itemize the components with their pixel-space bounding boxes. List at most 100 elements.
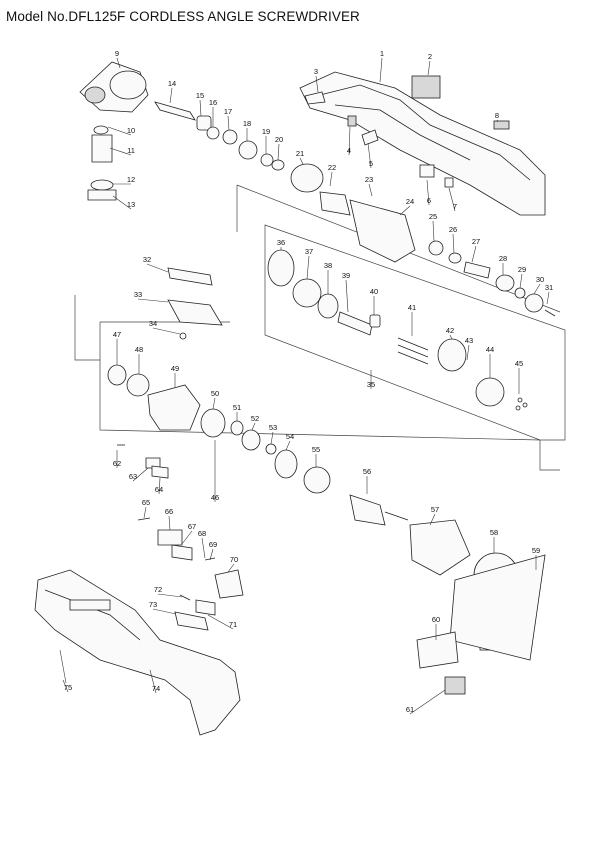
leader-line-6	[426, 179, 430, 206]
callout-4: 4	[347, 146, 351, 155]
leader-line-31	[546, 291, 550, 305]
callout-9: 9	[115, 49, 119, 58]
callout-13: 13	[127, 200, 135, 209]
callout-67: 67	[188, 522, 196, 531]
switch-plates	[167, 267, 223, 340]
callout-39: 39	[342, 271, 350, 280]
callout-7: 7	[453, 202, 457, 211]
callout-3: 3	[314, 67, 318, 76]
callout-20: 20	[275, 135, 283, 144]
callout-33: 33	[134, 290, 142, 299]
callout-43: 43	[465, 336, 473, 345]
callout-63: 63	[129, 472, 137, 481]
callout-18: 18	[243, 119, 251, 128]
leader-line-8	[496, 119, 499, 123]
callout-28: 28	[499, 254, 507, 263]
spindle-parts	[87, 101, 556, 317]
leader-line-64	[158, 477, 161, 495]
leader-line-72	[157, 593, 183, 598]
callout-75: 75	[64, 683, 72, 692]
leader-line-9	[116, 57, 121, 69]
leader-line-53	[270, 431, 274, 445]
callout-66: 66	[165, 507, 173, 516]
callout-59: 59	[532, 546, 540, 555]
leader-line-63	[132, 467, 149, 482]
callout-41: 41	[408, 303, 416, 312]
motor-parts	[349, 494, 546, 695]
leader-line-13	[112, 195, 132, 210]
callout-58: 58	[490, 528, 498, 537]
callout-64: 64	[155, 485, 163, 494]
callout-25: 25	[429, 212, 437, 221]
leader-line-37	[306, 255, 310, 280]
callout-42: 42	[446, 326, 454, 335]
callout-32: 32	[143, 255, 151, 264]
callout-26: 26	[449, 225, 457, 234]
leader-line-29	[519, 273, 523, 289]
leader-line-30	[533, 283, 541, 295]
leader-line-71	[207, 614, 234, 630]
leader-line-68	[201, 537, 206, 559]
planetary-parts	[107, 364, 331, 494]
page-title: Model No.DFL125F CORDLESS ANGLE SCREWDRI…	[6, 9, 360, 24]
leader-line-50	[212, 397, 216, 410]
leader-line-34	[152, 327, 181, 335]
callout-31: 31	[545, 283, 553, 292]
leader-line-67	[181, 530, 193, 545]
leader-line-74	[149, 669, 157, 694]
leader-line-27	[471, 245, 477, 263]
leader-line-20	[277, 143, 280, 161]
leader-line-2	[427, 60, 431, 76]
leader-line-32	[146, 263, 169, 273]
callout-53: 53	[269, 423, 277, 432]
switch-parts	[117, 444, 244, 631]
leader-line-61	[409, 689, 446, 715]
leader-line-70	[227, 563, 235, 573]
callout-61: 61	[406, 705, 414, 714]
leader-line-69	[209, 548, 214, 561]
leader-line-15	[199, 99, 202, 117]
callout-51: 51	[233, 403, 241, 412]
leader-line-39	[345, 279, 349, 313]
callout-17: 17	[224, 107, 232, 116]
leader-line-75	[62, 679, 69, 693]
callout-14: 14	[168, 79, 176, 88]
callout-37: 37	[305, 247, 313, 256]
callout-56: 56	[363, 467, 371, 476]
callout-46: 46	[211, 493, 219, 502]
leader-line-73	[152, 608, 177, 615]
callout-52: 52	[251, 414, 259, 423]
leader-line-25	[432, 220, 435, 242]
callout-71: 71	[229, 620, 237, 629]
callout-21: 21	[296, 149, 304, 158]
head-part-9	[79, 61, 149, 113]
leader-line-26	[452, 233, 455, 254]
callout-40: 40	[370, 287, 378, 296]
callout-12: 12	[127, 175, 135, 184]
leader-line-66	[168, 515, 171, 531]
leader-line-24	[399, 205, 411, 216]
callout-50: 50	[211, 389, 219, 398]
leader-line-54	[285, 440, 291, 451]
callout-6: 6	[427, 196, 431, 205]
callout-57: 57	[431, 505, 439, 514]
callout-34: 34	[149, 319, 157, 328]
callout-74: 74	[152, 684, 160, 693]
leader-line-17	[227, 115, 230, 131]
callout-15: 15	[196, 91, 204, 100]
callout-68: 68	[198, 529, 206, 538]
leader-line-42	[449, 334, 453, 340]
leader-line-22	[329, 171, 333, 187]
leader-line-65	[143, 506, 147, 519]
leader-line-3	[315, 75, 319, 93]
callout-29: 29	[518, 265, 526, 274]
callout-24: 24	[406, 197, 414, 206]
leader-line-14	[169, 87, 173, 104]
callout-70: 70	[230, 555, 238, 564]
callout-2: 2	[428, 52, 432, 61]
callout-1: 1	[380, 49, 384, 58]
callout-35: 35	[367, 380, 375, 389]
leader-line-43	[466, 344, 470, 361]
callout-8: 8	[495, 111, 499, 120]
